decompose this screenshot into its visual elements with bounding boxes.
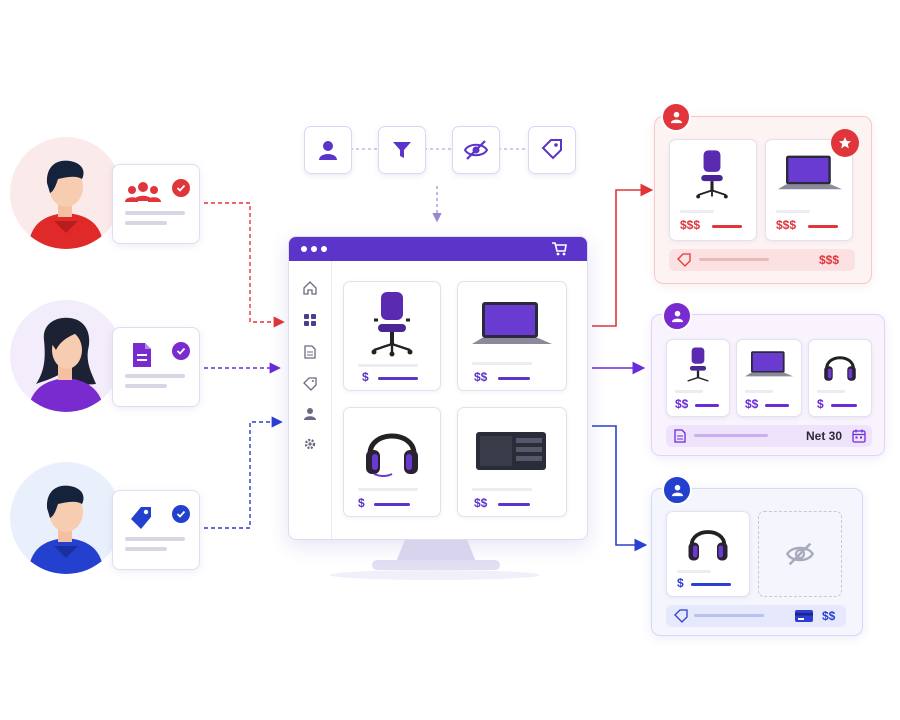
- headphones-image: [688, 530, 728, 561]
- document-icon: [674, 429, 686, 443]
- hidden-product-slot: [758, 511, 842, 597]
- product-price: $: [362, 370, 369, 384]
- restricted-user-badge: [662, 475, 692, 505]
- restricted-footer: $$: [666, 605, 846, 627]
- catalog-sidebar: [289, 261, 332, 539]
- product-price: $$$: [776, 218, 797, 232]
- office-chair-image: [687, 347, 709, 382]
- contract-user-badge: [662, 301, 692, 331]
- office-chair-image: [371, 292, 413, 357]
- persona-purple-card[interactable]: [112, 327, 200, 407]
- catalog-window: $ $$ $ $$: [288, 236, 588, 540]
- home-icon[interactable]: [303, 281, 317, 295]
- output-panel-premium: $$$ $$$ $$$: [654, 116, 872, 284]
- check-icon: [172, 342, 190, 360]
- calendar-icon: [852, 429, 866, 443]
- tag-icon: [541, 139, 562, 160]
- credit-card-icon: [795, 610, 813, 622]
- monitor-base: [372, 560, 500, 570]
- server-image: [476, 432, 546, 470]
- contract-product-headphones[interactable]: $: [808, 339, 872, 417]
- filter-button[interactable]: [378, 126, 426, 174]
- monitor-stand: [396, 538, 476, 562]
- laptop-image: [472, 302, 552, 344]
- red-output-connector: [592, 183, 654, 327]
- gear-icon[interactable]: [303, 437, 317, 451]
- laptop-image: [745, 351, 793, 377]
- premium-product-chair[interactable]: $$$: [669, 139, 757, 241]
- office-chair-image: [696, 150, 728, 199]
- product-price: $$$: [680, 218, 701, 232]
- persona-red-card[interactable]: [112, 164, 200, 244]
- eye-off-icon: [463, 140, 489, 160]
- contract-terms: Net 30: [806, 429, 843, 443]
- premium-footer-value: $$$: [819, 253, 840, 267]
- tag-button[interactable]: [528, 126, 576, 174]
- user-icon: [670, 111, 682, 123]
- product-tile-server[interactable]: $$: [457, 407, 567, 517]
- product-price: $$: [745, 397, 759, 411]
- filter-icon: [393, 142, 411, 158]
- product-tile-laptop[interactable]: $$: [457, 281, 567, 391]
- star-badge-icon: [831, 129, 859, 157]
- blue-output-connector: [592, 425, 648, 552]
- document-icon: [133, 343, 151, 367]
- premium-footer: $$$: [669, 249, 855, 271]
- product-tile-chair[interactable]: $: [343, 281, 441, 391]
- check-icon: [172, 179, 190, 197]
- window-dot: [321, 246, 327, 252]
- window-dot: [301, 246, 307, 252]
- tag-icon: [131, 507, 151, 529]
- contract-product-chair[interactable]: $$: [666, 339, 730, 417]
- product-price: $$: [675, 397, 689, 411]
- user-icon: [319, 141, 337, 160]
- persona-blue-card[interactable]: [112, 490, 200, 570]
- restricted-product-headphones[interactable]: $: [666, 511, 750, 597]
- output-panel-restricted: $ $$: [651, 488, 863, 636]
- product-price: $$: [474, 370, 488, 384]
- persona-blue-avatar: [10, 462, 122, 574]
- check-icon: [172, 505, 190, 523]
- restricted-footer-value: $$: [822, 609, 836, 623]
- product-price: $: [817, 397, 824, 411]
- cart-icon[interactable]: [551, 242, 567, 256]
- contract-product-laptop[interactable]: $$: [736, 339, 802, 417]
- document-icon[interactable]: [304, 345, 316, 359]
- persona-red-avatar: [10, 137, 122, 249]
- user-filter-button[interactable]: [304, 126, 352, 174]
- grid-icon[interactable]: [303, 313, 317, 327]
- premium-user-badge: [661, 102, 691, 132]
- red-input-connector: [204, 202, 285, 328]
- user-icon: [671, 310, 683, 322]
- headphones-image: [366, 433, 418, 477]
- product-tile-headphones[interactable]: $: [343, 407, 441, 517]
- tag-icon: [677, 253, 691, 267]
- group-icon: [125, 182, 161, 202]
- tag-icon: [674, 609, 688, 623]
- product-price: $: [677, 576, 684, 590]
- persona-purple-avatar: [10, 300, 122, 412]
- visibility-button[interactable]: [452, 126, 500, 174]
- user-icon[interactable]: [303, 407, 317, 421]
- eye-off-icon: [785, 542, 815, 566]
- headphones-image: [824, 356, 856, 381]
- product-price: $$: [474, 496, 488, 510]
- contract-footer: Net 30: [666, 425, 872, 447]
- blue-input-connector: [204, 416, 283, 529]
- user-icon: [671, 484, 683, 496]
- premium-product-laptop[interactable]: $$$: [765, 139, 853, 241]
- product-price: $: [358, 496, 365, 510]
- output-panel-contract: $$ $$ $ Net 30: [651, 314, 885, 456]
- laptop-image: [778, 155, 842, 190]
- tag-icon[interactable]: [303, 377, 317, 391]
- window-dot: [311, 246, 317, 252]
- window-titlebar: [289, 237, 587, 261]
